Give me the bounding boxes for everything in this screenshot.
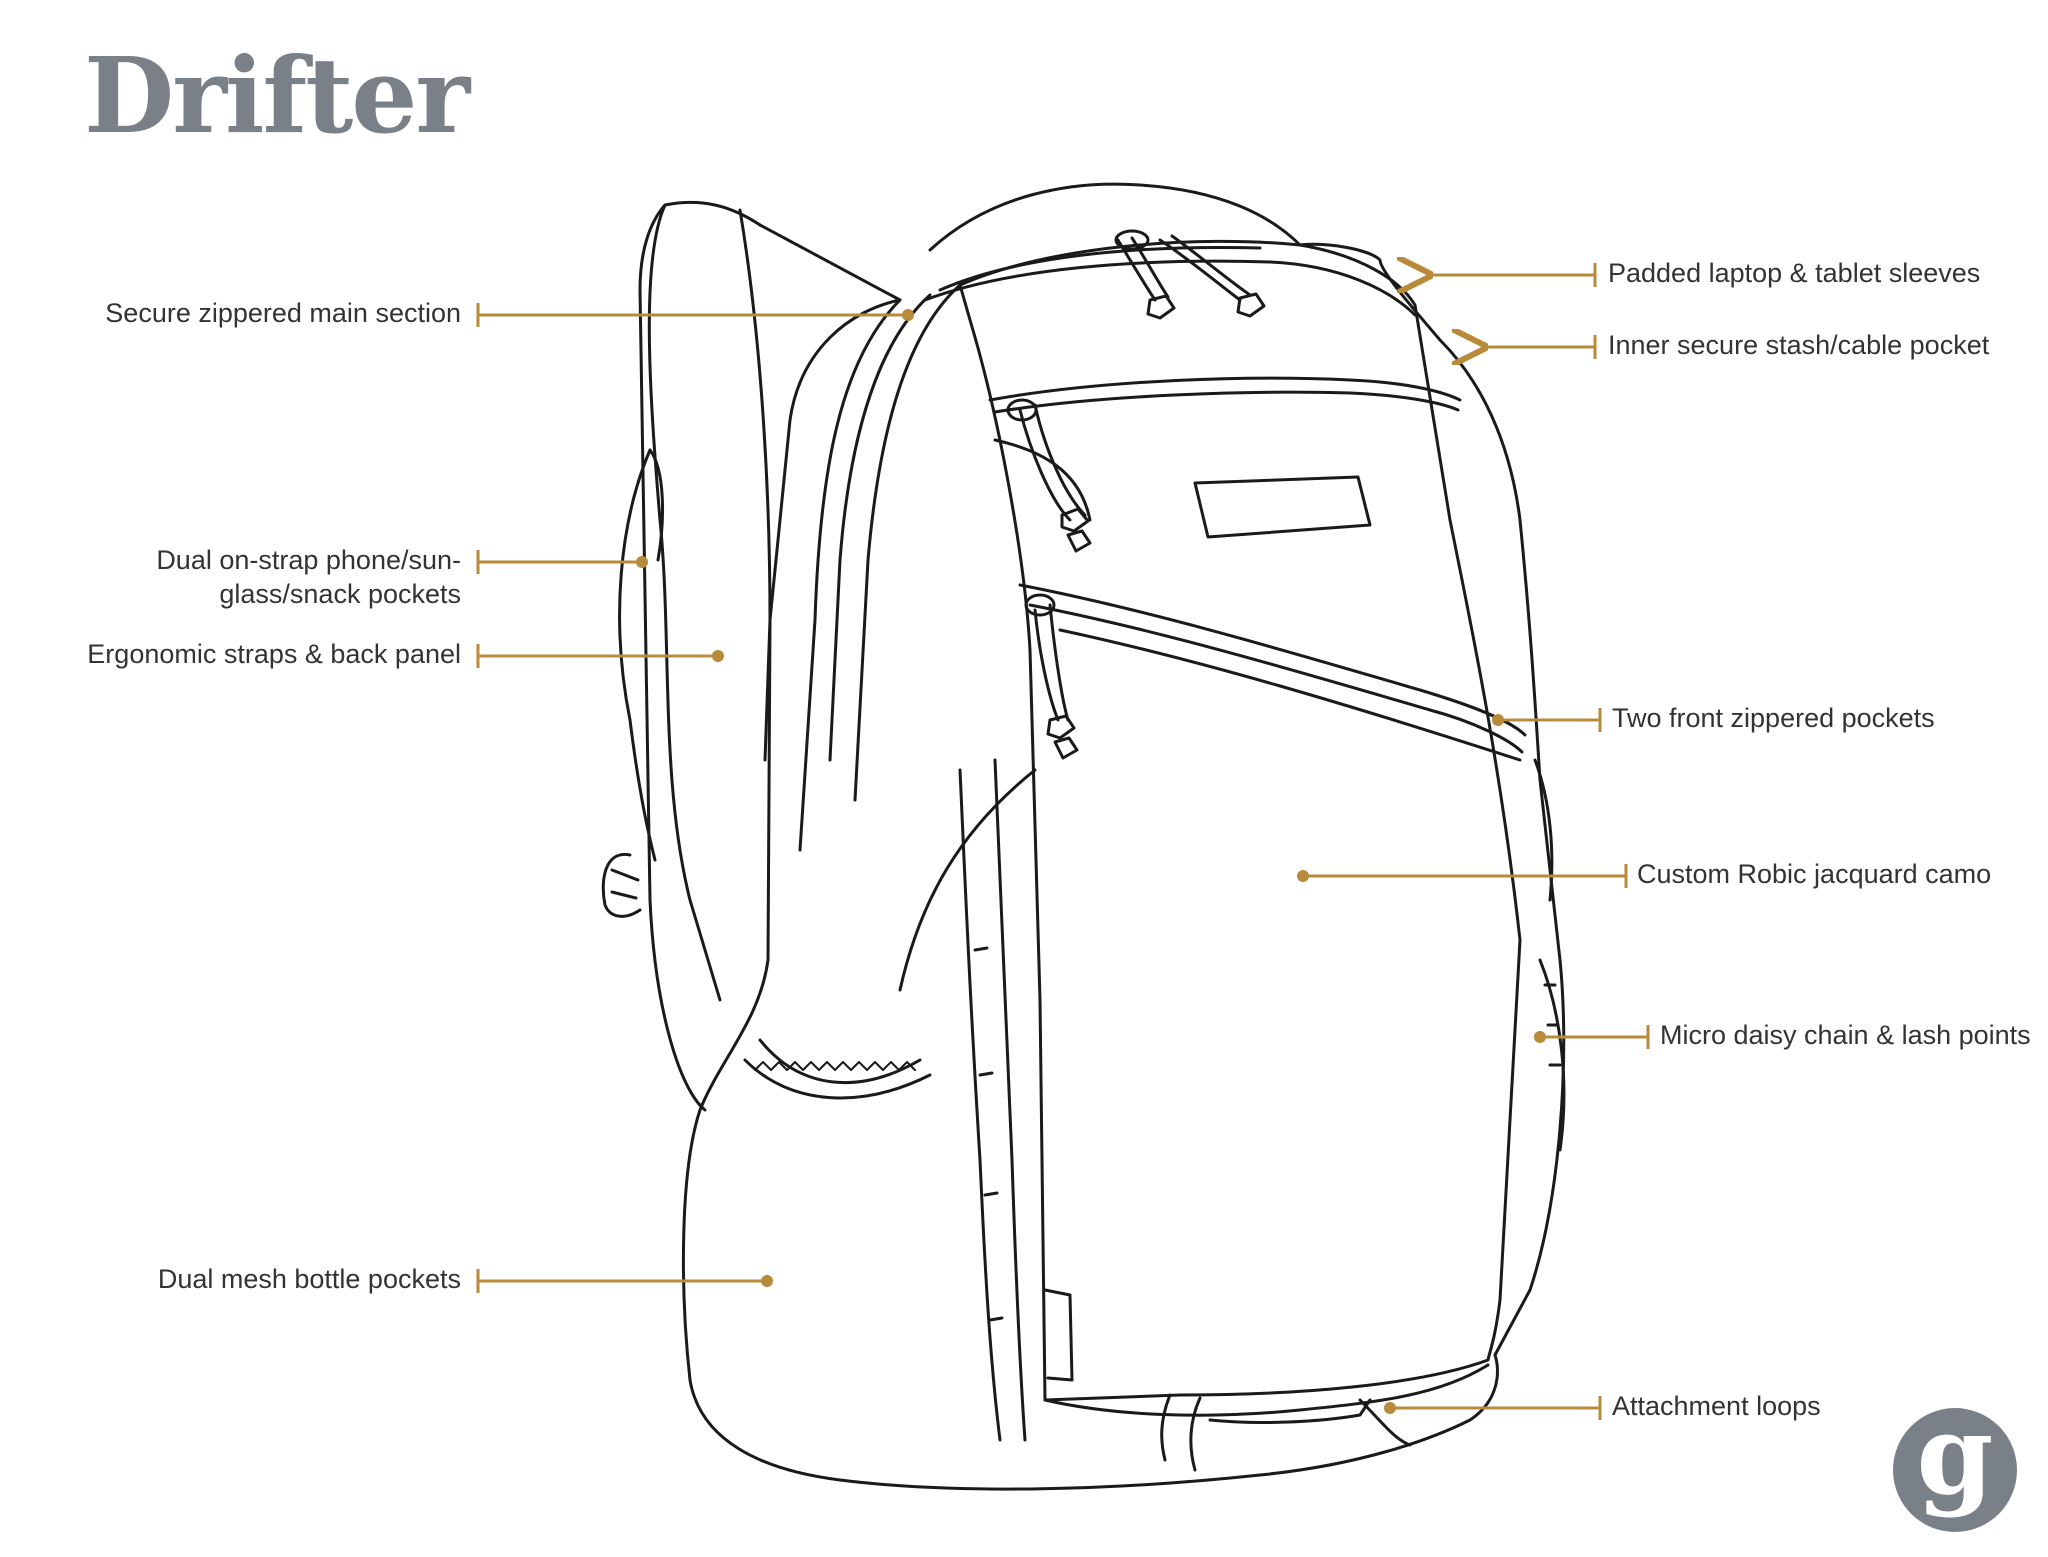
g-logo-letter: g [1917,1405,1994,1519]
page-title: Drifter [84,34,470,157]
callout-line-straps-back-panel [476,644,724,668]
label-strap-pockets-line1: Dual on-strap phone/sun- [156,545,461,575]
label-strap-pockets: Dual on-strap phone/sun- glass/snack poc… [156,543,461,611]
callout-line-front-pockets [1492,708,1602,732]
label-stash-pocket: Inner secure stash/cable pocket [1608,330,1990,360]
label-laptop-sleeves: Padded laptop & tablet sleeves [1608,258,1981,288]
label-camo: Custom Robic jacquard camo [1637,859,1992,889]
callout-line-laptop-sleeves [1430,263,1597,287]
callout-line-daisy-chain [1534,1025,1650,1049]
g-logo-icon: g [1893,1405,2017,1532]
callout-line-strap-pockets [476,550,648,574]
label-main-section: Secure zippered main section [105,298,461,328]
callout-line-main-section [476,303,914,327]
callout-line-camo [1297,864,1628,888]
callout-line-attachment-loops [1384,1396,1602,1420]
label-attachment-loops: Attachment loops [1612,1391,1821,1421]
label-straps-back-panel: Ergonomic straps & back panel [87,639,461,669]
label-front-pockets: Two front zippered pockets [1612,703,1935,733]
callout-line-bottle-pockets [476,1269,773,1293]
label-strap-pockets-line2: glass/snack pockets [219,579,461,609]
callout-line-stash-pocket [1485,335,1597,359]
label-daisy-chain: Micro daisy chain & lash points [1660,1020,2031,1050]
label-bottle-pockets: Dual mesh bottle pockets [157,1264,461,1294]
